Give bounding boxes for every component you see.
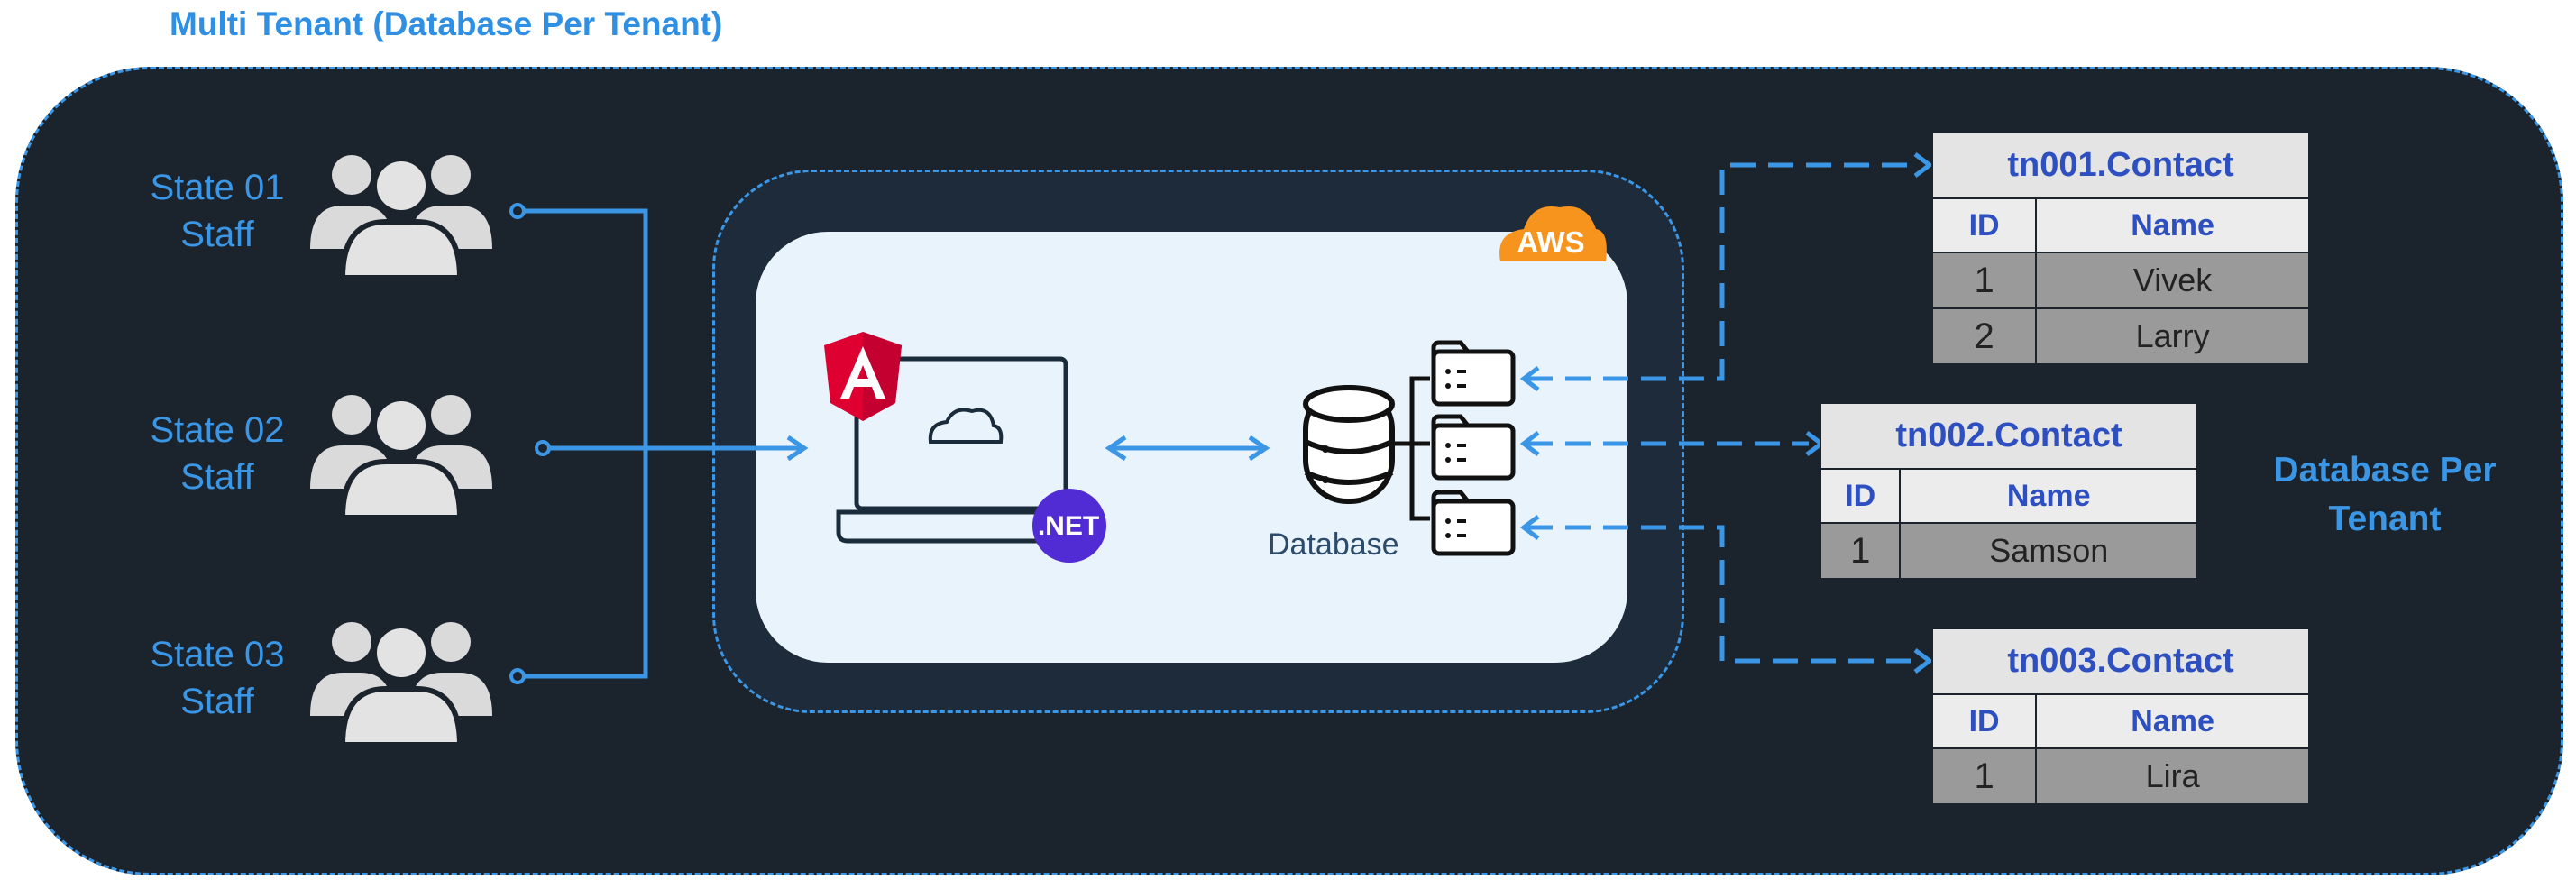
cell-name: Samson	[1899, 522, 2198, 580]
staff-connector	[518, 208, 809, 679]
side-label-line: Database Per	[2273, 451, 2497, 490]
column-header-name: Name	[1899, 468, 2198, 524]
staff-label-line: State 02	[150, 410, 285, 450]
staff-label-state-01: State 01 Staff	[109, 164, 325, 258]
table-title: tn003.Contact	[1931, 628, 2310, 695]
dotnet-badge-label: .NET	[1037, 511, 1100, 541]
table-title: tn001.Contact	[1931, 132, 2310, 199]
cell-name: Larry	[2035, 307, 2310, 365]
column-header-id: ID	[1930, 693, 2038, 749]
database-label: Database	[1268, 527, 1399, 562]
staff-label-line: State 01	[150, 168, 285, 207]
column-header-id: ID	[1819, 468, 1902, 524]
app-db-connector	[1105, 435, 1270, 462]
staff-label-line: Staff	[180, 457, 254, 497]
staff-label-state-03: State 03 Staff	[109, 631, 325, 725]
folder-icon	[1434, 417, 1513, 478]
aws-cloud-icon	[1499, 206, 1607, 261]
cell-id: 1	[1930, 747, 2038, 805]
tenant-connector	[1527, 162, 1917, 664]
tenant-connector-arrows	[1519, 152, 1934, 674]
side-label-line: Tenant	[2328, 499, 2442, 538]
diagram-title: Multi Tenant (Database Per Tenant)	[170, 5, 723, 42]
staff-label-state-02: State 02 Staff	[109, 407, 325, 500]
folder-icon	[1434, 343, 1513, 404]
staff-group-icon	[310, 395, 492, 518]
staff-label-line: Staff	[180, 215, 254, 254]
column-header-name: Name	[2035, 693, 2310, 749]
db-branch-lines	[1392, 376, 1430, 521]
table-title: tn002.Contact	[1820, 402, 2198, 470]
database-icon	[1303, 385, 1395, 504]
column-header-id: ID	[1930, 197, 2038, 253]
staff-label-line: State 03	[150, 635, 285, 674]
staff-group-icon	[310, 622, 492, 745]
angular-icon	[824, 332, 902, 421]
aws-badge-label: AWS	[1517, 225, 1585, 259]
column-header-name: Name	[2035, 197, 2310, 253]
cell-id: 1	[1819, 522, 1902, 580]
staff-label-line: Staff	[180, 682, 254, 721]
database-per-tenant-label: Database Per Tenant	[2245, 446, 2525, 544]
cell-id: 1	[1930, 252, 2038, 309]
cell-name: Lira	[2035, 747, 2310, 805]
cell-name: Vivek	[2035, 252, 2310, 309]
cell-id: 2	[1930, 307, 2038, 365]
dotnet-icon	[1032, 489, 1106, 563]
folder-icon	[1434, 492, 1513, 554]
staff-group-icon	[310, 155, 492, 278]
